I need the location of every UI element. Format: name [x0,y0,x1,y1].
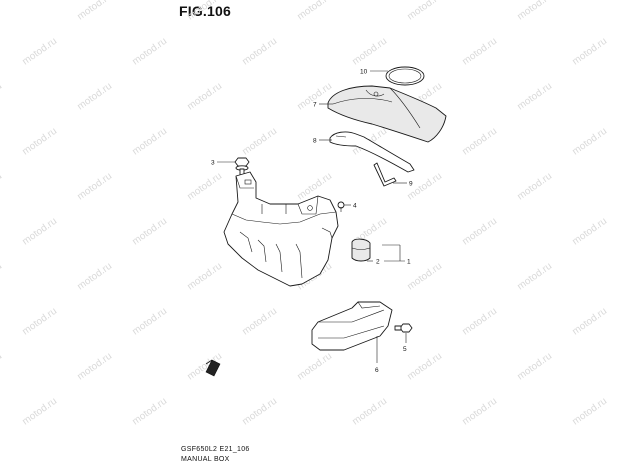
part-3-bolt [234,157,250,177]
callout-6: 6 [375,367,379,374]
part-4-screw [337,201,345,212]
watermark-text: motod.ru [405,261,444,293]
watermark-text: motod.ru [570,306,609,338]
part-6-holder [311,301,393,351]
diagram-code: GSF650L2 E21_106 [181,446,250,453]
watermark-text: motod.ru [240,36,279,68]
watermark-text: motod.ru [295,351,334,383]
watermark-text: motod.ru [130,216,169,248]
part-9-hex-key [373,162,397,187]
manual-box-assembly [223,171,339,287]
part-8-spanner [329,131,415,173]
front-direction-arrow-icon [205,359,221,377]
watermark-text: motod.ru [0,171,4,203]
watermark-text: motod.ru [130,306,169,338]
callout-2: 2 [376,259,380,266]
watermark-text: motod.ru [240,126,279,158]
callout-9: 9 [409,181,413,188]
watermark-text: motod.ru [130,126,169,158]
watermark-text: motod.ru [570,216,609,248]
watermark-text: motod.ru [20,36,59,68]
callout-4: 4 [353,203,357,210]
watermark-text: motod.ru [460,126,499,158]
watermark-text: motod.ru [460,216,499,248]
watermark-text: motod.ru [350,396,389,428]
watermark-text: motod.ru [240,396,279,428]
watermark-text: motod.ru [185,81,224,113]
watermark-text: motod.ru [130,36,169,68]
watermark-text: motod.ru [0,0,4,22]
watermark-text: motod.ru [20,216,59,248]
part-5-bolt [394,323,413,333]
watermark-text: motod.ru [570,396,609,428]
watermark-text: motod.ru [460,306,499,338]
callout-labels: 10 7 8 3 9 4 2 1 5 6 [211,69,413,375]
watermark-text: motod.ru [405,351,444,383]
figure-title: FIG.106 [179,3,231,19]
watermark-text: motod.ru [0,261,4,293]
watermark-text: motod.ru [185,171,224,203]
watermark-text: motod.ru [460,36,499,68]
callout-1: 1 [407,259,411,266]
watermark-text: motod.ru [515,261,554,293]
part-2-cushion [351,238,371,262]
callout-7: 7 [313,102,317,109]
watermark-text: motod.ru [20,396,59,428]
watermark-text: motod.ru [75,81,114,113]
callout-3: 3 [211,160,215,167]
watermark-text: motod.ru [460,396,499,428]
watermark-text: motod.ru [0,81,4,113]
watermark-text: motod.ru [515,351,554,383]
watermark-text: motod.ru [75,171,114,203]
watermark-text: motod.ru [130,396,169,428]
callout-5: 5 [403,346,407,353]
watermark-text: motod.ru [570,36,609,68]
callout-8: 8 [313,138,317,145]
watermark-text: motod.ru [185,0,224,22]
part-7-manual-bag [327,85,447,143]
watermark-text: motod.ru [20,126,59,158]
watermark-text: motod.ru [75,351,114,383]
watermark-text: motod.ru [515,81,554,113]
watermark-text: motod.ru [570,126,609,158]
diagram-caption: MANUAL BOX [181,456,230,463]
watermark-text: motod.ru [515,171,554,203]
watermark-text: motod.ru [75,261,114,293]
watermark-text: motod.ru [295,0,334,22]
watermark-text: motod.ru [350,36,389,68]
watermark-text: motod.ru [0,351,4,383]
watermark-text: motod.ru [515,0,554,22]
leader-lines [217,70,407,363]
watermark-text: motod.ru [20,306,59,338]
callout-10: 10 [360,69,368,76]
watermark-text: motod.ru [405,0,444,22]
part-10-o-ring [385,66,425,86]
watermark-text: motod.ru [240,306,279,338]
watermark-text: motod.ru [185,261,224,293]
watermark-text: motod.ru [75,0,114,22]
